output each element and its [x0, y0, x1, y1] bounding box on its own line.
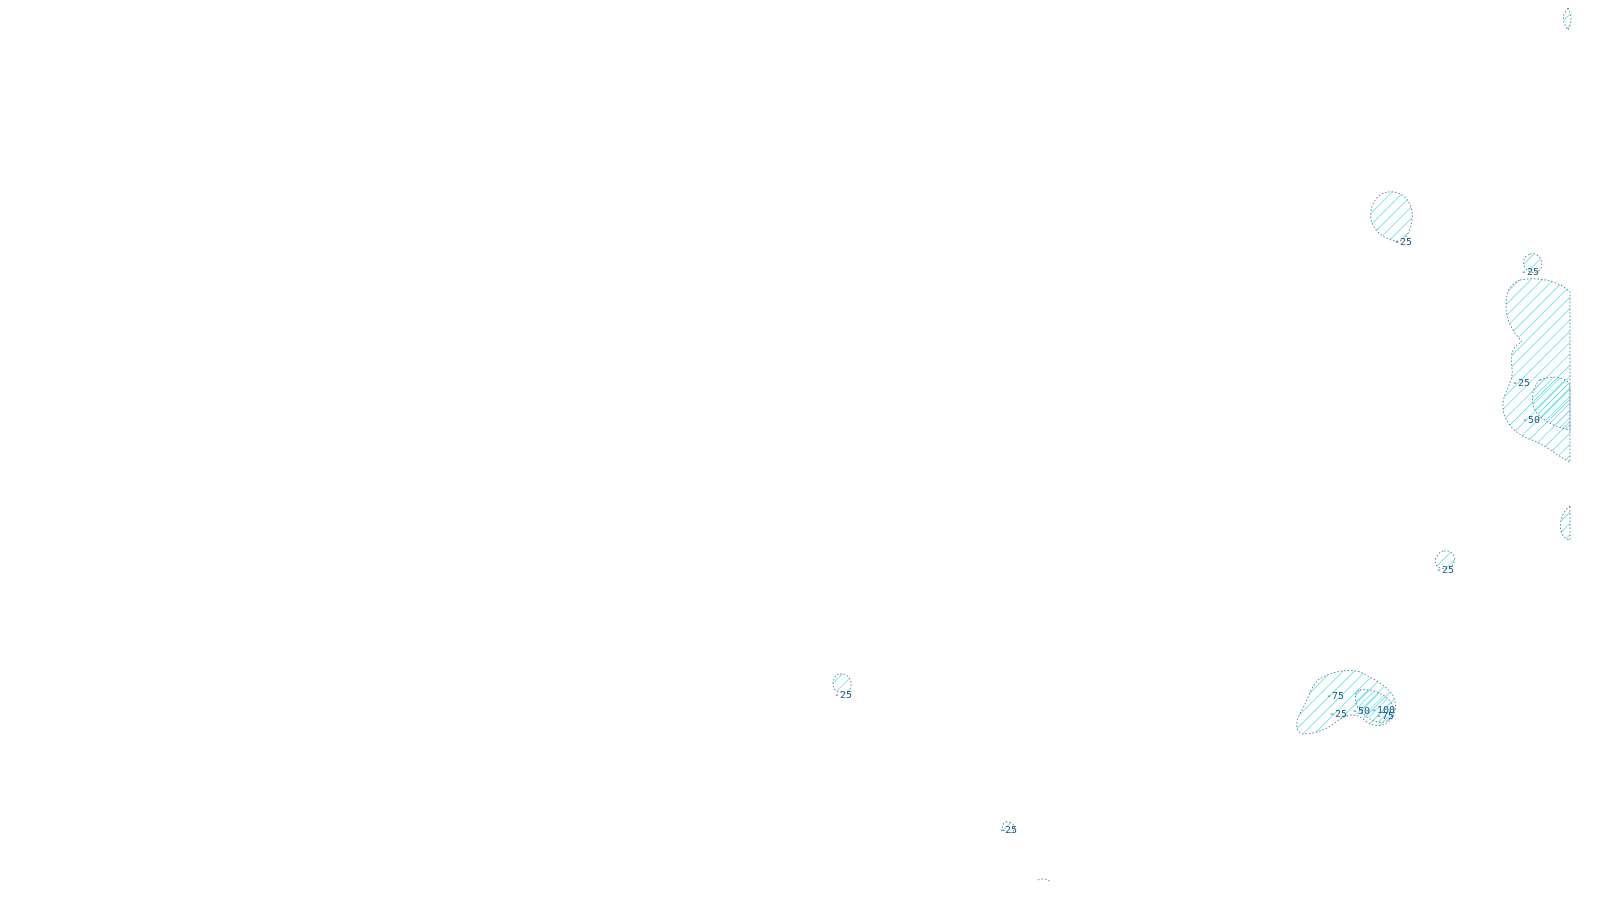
contour-region-lower-cluster-inner	[1354, 689, 1394, 723]
contour-region-right-edge	[1502, 278, 1571, 463]
contour-label: -25	[1329, 709, 1347, 720]
contour-label: -50	[1352, 706, 1370, 717]
contour-region-bottom	[1002, 821, 1015, 833]
contour-label: -25	[1394, 237, 1412, 248]
contour-label: -100	[1371, 705, 1395, 716]
contour-region-right-lower	[1560, 505, 1571, 541]
contour-region-top-right	[1563, 7, 1572, 31]
contour-region-right-edge-inner	[1532, 376, 1571, 431]
contour-region-small-right	[1523, 253, 1543, 273]
contour-label: -25	[999, 825, 1017, 836]
contour-label: -25	[1521, 267, 1539, 278]
contour-label: -25	[1436, 565, 1454, 576]
contour-region-bottom-edge	[1037, 878, 1051, 883]
contour-label: -25	[1512, 378, 1530, 389]
contour-label: -50	[1522, 415, 1540, 426]
contour-region-upper	[1370, 191, 1413, 242]
contour-region-mid-right	[1434, 550, 1455, 570]
contour-label: -25	[834, 690, 852, 701]
contour-region-center	[832, 673, 852, 694]
contour-label: -75	[1326, 691, 1344, 702]
contour-label: -75	[1376, 711, 1394, 722]
